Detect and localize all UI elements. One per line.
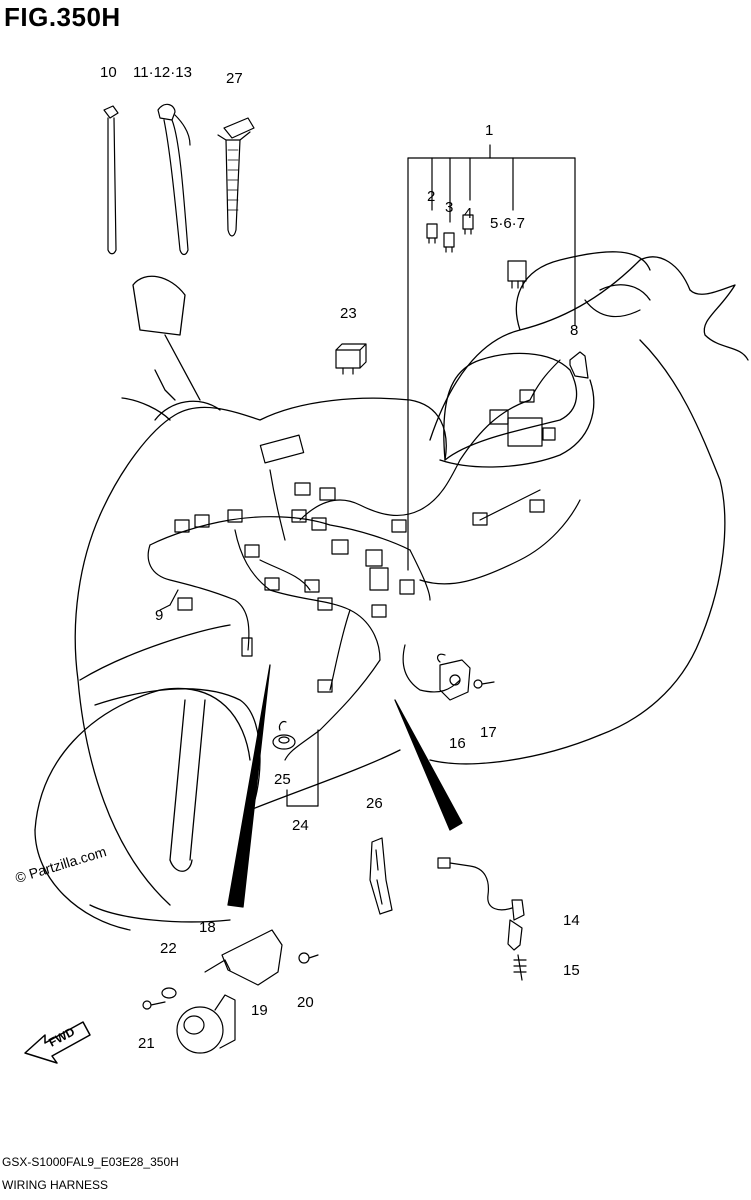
strap-icon: [369, 837, 393, 915]
callout-14: 14: [563, 912, 580, 929]
connector-icon: [335, 343, 367, 375]
callout-21: 21: [138, 1035, 155, 1052]
callout-15: 15: [563, 962, 580, 979]
sensor-bracket-icon: [436, 653, 495, 701]
callout-2: 2: [427, 188, 436, 205]
callout-19: 19: [251, 1002, 268, 1019]
callout-17: 17: [480, 724, 497, 741]
wiring-harness: [147, 299, 641, 761]
bracket-icon: [569, 351, 589, 379]
figure-name: WIRING HARNESS: [2, 1178, 109, 1192]
callout-1: 1: [485, 122, 494, 139]
callout-9: 9: [155, 607, 164, 624]
figure-code: GSX-S1000FAL9_E03E28_350H: [2, 1155, 179, 1169]
leader-lines: [159, 144, 576, 807]
callout-11-12-13: 11·12·13: [133, 64, 192, 81]
leader-arrows: [227, 664, 463, 908]
callout-5-6-7: 5·6·7: [490, 215, 526, 232]
callout-20: 20: [297, 994, 314, 1011]
callout-24: 24: [292, 817, 309, 834]
callout-10: 10: [100, 64, 117, 81]
callout-18: 18: [199, 919, 216, 936]
fuse-icons: [426, 214, 527, 289]
grommet-icon: [272, 720, 296, 750]
callout-27: 27: [226, 70, 243, 87]
callout-23: 23: [340, 305, 357, 322]
callout-26: 26: [366, 795, 383, 812]
cable-tie-icons: [103, 103, 255, 256]
sensor-wire-icon: [437, 857, 527, 981]
figure-title: FIG.350H: [4, 2, 121, 32]
callout-16: 16: [449, 735, 466, 752]
callout-8: 8: [570, 322, 579, 339]
callout-3: 3: [445, 199, 454, 216]
callout-22: 22: [160, 940, 177, 957]
callout-25: 25: [274, 771, 291, 788]
callout-4: 4: [464, 205, 473, 222]
motorcycle-outline: [34, 251, 749, 931]
harness-connectors: [174, 389, 556, 693]
fwd-arrow-icon: [24, 1021, 91, 1064]
horn-icon: [142, 929, 319, 1054]
